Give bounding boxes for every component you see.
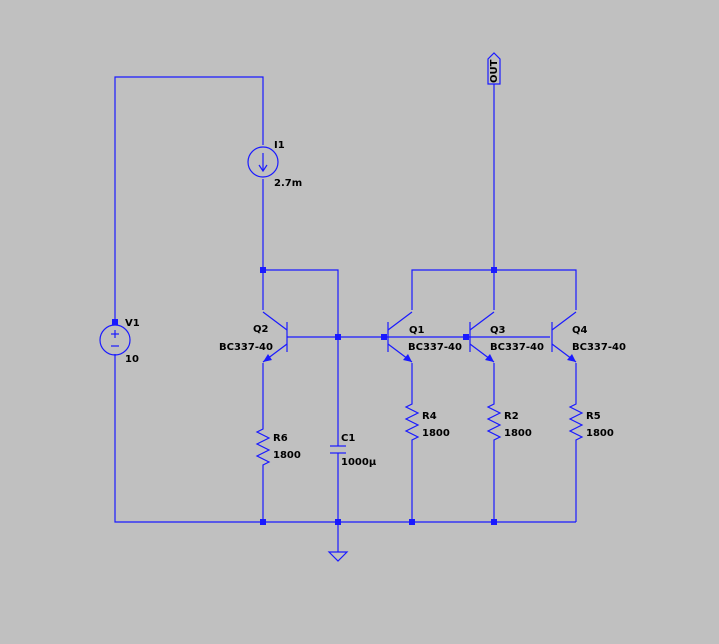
r5-value: 1800: [586, 428, 614, 439]
transistor-q1[interactable]: Q1 BC337-40: [387, 311, 462, 363]
q4-name: Q4: [572, 325, 588, 336]
r2-value: 1800: [504, 428, 532, 439]
voltage-source-v1[interactable]: V1 10: [99, 318, 140, 365]
r5-name: R5: [586, 411, 601, 422]
r6-value: 1800: [273, 450, 301, 461]
c1-name: C1: [341, 433, 355, 444]
q2-name: Q2: [253, 324, 269, 335]
transistor-q4[interactable]: Q4 BC337-40: [551, 311, 626, 363]
r4-name: R4: [422, 411, 437, 422]
r2-name: R2: [504, 411, 519, 422]
q1-model: BC337-40: [408, 342, 462, 353]
ground-symbol: [327, 551, 349, 562]
net-label-out[interactable]: OUT: [487, 52, 501, 85]
current-source-i1[interactable]: I1 2.7m: [247, 140, 302, 189]
q2-model: BC337-40: [219, 342, 273, 353]
r4-value: 1800: [422, 428, 450, 439]
transistor-q2[interactable]: Q2 BC337-40: [219, 311, 288, 363]
out-label-text: OUT: [489, 59, 500, 83]
c1-value: 1000µ: [341, 457, 377, 468]
q4-model: BC337-40: [572, 342, 626, 353]
capacitor-c1[interactable]: C1 1000µ: [330, 433, 377, 468]
q3-name: Q3: [490, 325, 506, 336]
q3-model: BC337-40: [490, 342, 544, 353]
q1-name: Q1: [409, 325, 425, 336]
junctions: [112, 267, 497, 525]
wires: [114, 76, 577, 552]
resistor-r6[interactable]: R6 1800: [255, 425, 301, 469]
resistor-r5[interactable]: R5 1800: [568, 400, 614, 444]
v1-value: 10: [125, 354, 139, 365]
i1-name: I1: [274, 140, 285, 151]
r6-name: R6: [273, 433, 288, 444]
resistor-r4[interactable]: R4 1800: [404, 400, 450, 444]
i1-value: 2.7m: [274, 178, 302, 189]
resistor-r2[interactable]: R2 1800: [486, 400, 532, 444]
v1-name: V1: [125, 318, 140, 329]
transistor-q3[interactable]: Q3 BC337-40: [469, 311, 544, 363]
